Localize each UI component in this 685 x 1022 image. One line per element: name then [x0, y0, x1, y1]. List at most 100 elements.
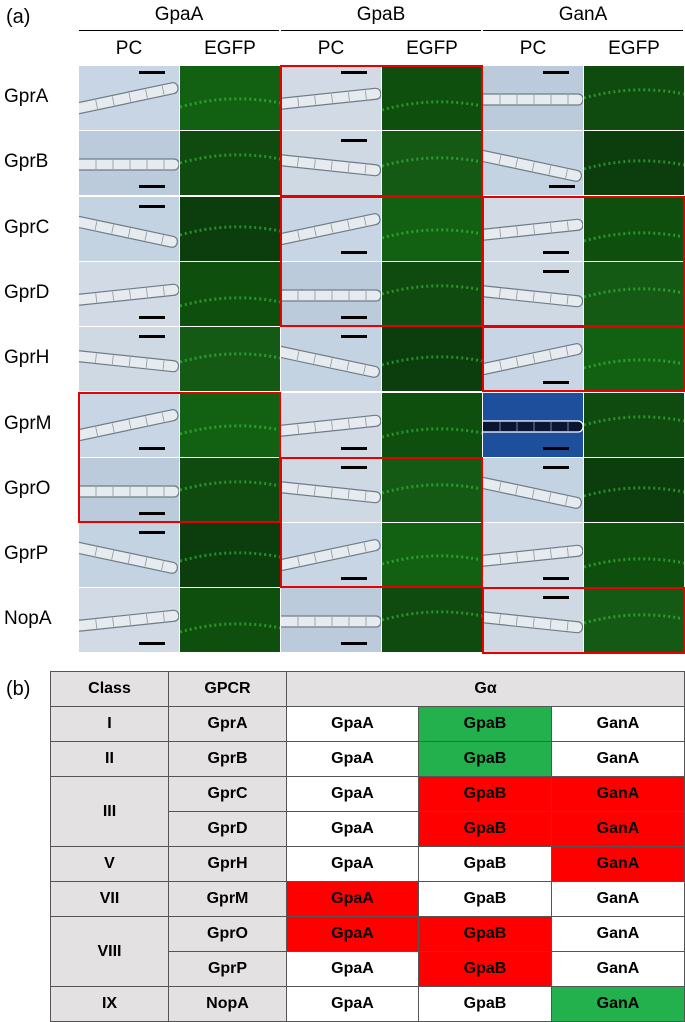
galpha-cell: GpaA	[286, 881, 419, 917]
galpha-cell: GanA	[550, 776, 685, 812]
scale-bar	[341, 315, 367, 319]
subcolumn-pc-gana: PC	[519, 38, 547, 59]
egfp-micrograph	[180, 131, 280, 196]
subcolumn-egfp-gana: EGFP	[608, 38, 660, 59]
scale-bar	[543, 71, 569, 74]
egfp-micrograph	[584, 261, 684, 326]
row-label: GprO	[4, 477, 51, 499]
galpha-cell: GpaB	[418, 776, 552, 812]
scale-bar	[543, 577, 569, 581]
egfp-micrograph	[382, 131, 482, 196]
pc-micrograph	[281, 588, 381, 653]
galpha-cell: GpaA	[286, 741, 419, 777]
egfp-micrograph	[584, 196, 684, 261]
row-label: GprC	[4, 216, 50, 238]
egfp-micrograph	[382, 327, 482, 392]
scale-bar	[139, 446, 165, 450]
pc-micrograph	[281, 261, 381, 326]
header-class: Class	[50, 671, 169, 707]
class-cell: III	[50, 776, 169, 847]
egfp-micrograph	[180, 196, 280, 261]
scale-bar	[139, 71, 165, 74]
pc-micrograph	[483, 261, 583, 326]
galpha-cell: GanA	[550, 986, 685, 1022]
scale-bar	[341, 335, 367, 339]
row-label: GprD	[4, 281, 50, 303]
galpha-cell: GpaA	[286, 706, 419, 742]
scale-bar	[139, 511, 165, 515]
header-galpha: Gα	[285, 671, 685, 707]
table-header-row: Class GPCR Gα	[50, 671, 685, 707]
galpha-cell: GpaA	[286, 846, 419, 882]
egfp-micrograph	[584, 392, 684, 457]
class-cell: VII	[50, 881, 169, 917]
pc-micrograph	[79, 523, 179, 588]
micrograph-grid	[78, 65, 685, 654]
row-label: GprH	[4, 347, 50, 369]
egfp-micrograph	[584, 457, 684, 522]
gpcr-cell: GprC	[168, 776, 287, 812]
scale-bar	[543, 465, 569, 469]
header-gpcr: GPCR	[168, 671, 287, 707]
galpha-cell: GpaB	[418, 951, 552, 987]
egfp-micrograph	[382, 66, 482, 130]
pc-micrograph	[483, 523, 583, 588]
pc-micrograph	[79, 457, 179, 522]
galpha-cell: GanA	[550, 706, 685, 742]
pc-micrograph	[483, 66, 583, 130]
egfp-micrograph	[180, 523, 280, 588]
galpha-cell: GpaA	[286, 916, 419, 952]
galpha-cell: GpaA	[286, 776, 419, 812]
galpha-cell: GpaB	[418, 986, 552, 1022]
galpha-cell: GanA	[550, 811, 685, 847]
galpha-cell: GpaA	[286, 986, 419, 1022]
scale-bar	[341, 577, 367, 581]
row-label: GprP	[4, 543, 49, 565]
egfp-micrograph	[382, 523, 482, 588]
row-label: GprB	[4, 151, 49, 173]
galpha-cell: GpaA	[286, 811, 419, 847]
scale-bar	[549, 185, 575, 189]
scale-bar	[139, 531, 165, 535]
row-label: GprA	[4, 86, 49, 107]
gpcr-cell: GprA	[168, 706, 287, 742]
pc-micrograph	[281, 196, 381, 261]
galpha-cell: GanA	[550, 846, 685, 882]
class-cell: II	[50, 741, 169, 777]
pc-micrograph	[281, 523, 381, 588]
scale-bar	[341, 446, 367, 450]
class-cell: IX	[50, 986, 169, 1022]
egfp-micrograph	[180, 457, 280, 522]
galpha-cell: GanA	[550, 741, 685, 777]
panel-a-label: (a)	[6, 6, 31, 28]
gpcr-cell: GprO	[168, 916, 287, 952]
gpcr-cell: GprP	[168, 951, 287, 987]
galpha-cell: GpaB	[418, 811, 552, 847]
egfp-micrograph	[180, 66, 280, 130]
gpcr-cell: GprM	[168, 881, 287, 917]
egfp-micrograph	[584, 131, 684, 196]
class-cell: VIII	[50, 916, 169, 987]
galpha-cell: GanA	[550, 881, 685, 917]
row-label: NopA	[4, 608, 52, 630]
egfp-micrograph	[382, 588, 482, 653]
pc-micrograph	[79, 66, 179, 130]
pc-micrograph	[281, 131, 381, 196]
pc-micrograph	[79, 196, 179, 261]
egfp-micrograph	[584, 523, 684, 588]
scale-bar	[543, 446, 569, 450]
galpha-cell: GpaB	[418, 846, 552, 882]
scale-bar	[341, 139, 367, 143]
subcolumn-pc-gpab: PC	[317, 38, 345, 59]
scale-bar	[139, 185, 165, 189]
scale-bar	[341, 250, 367, 254]
scale-bar	[139, 642, 165, 646]
egfp-micrograph	[382, 261, 482, 326]
pc-micrograph	[79, 392, 179, 457]
pc-micrograph	[483, 131, 583, 196]
